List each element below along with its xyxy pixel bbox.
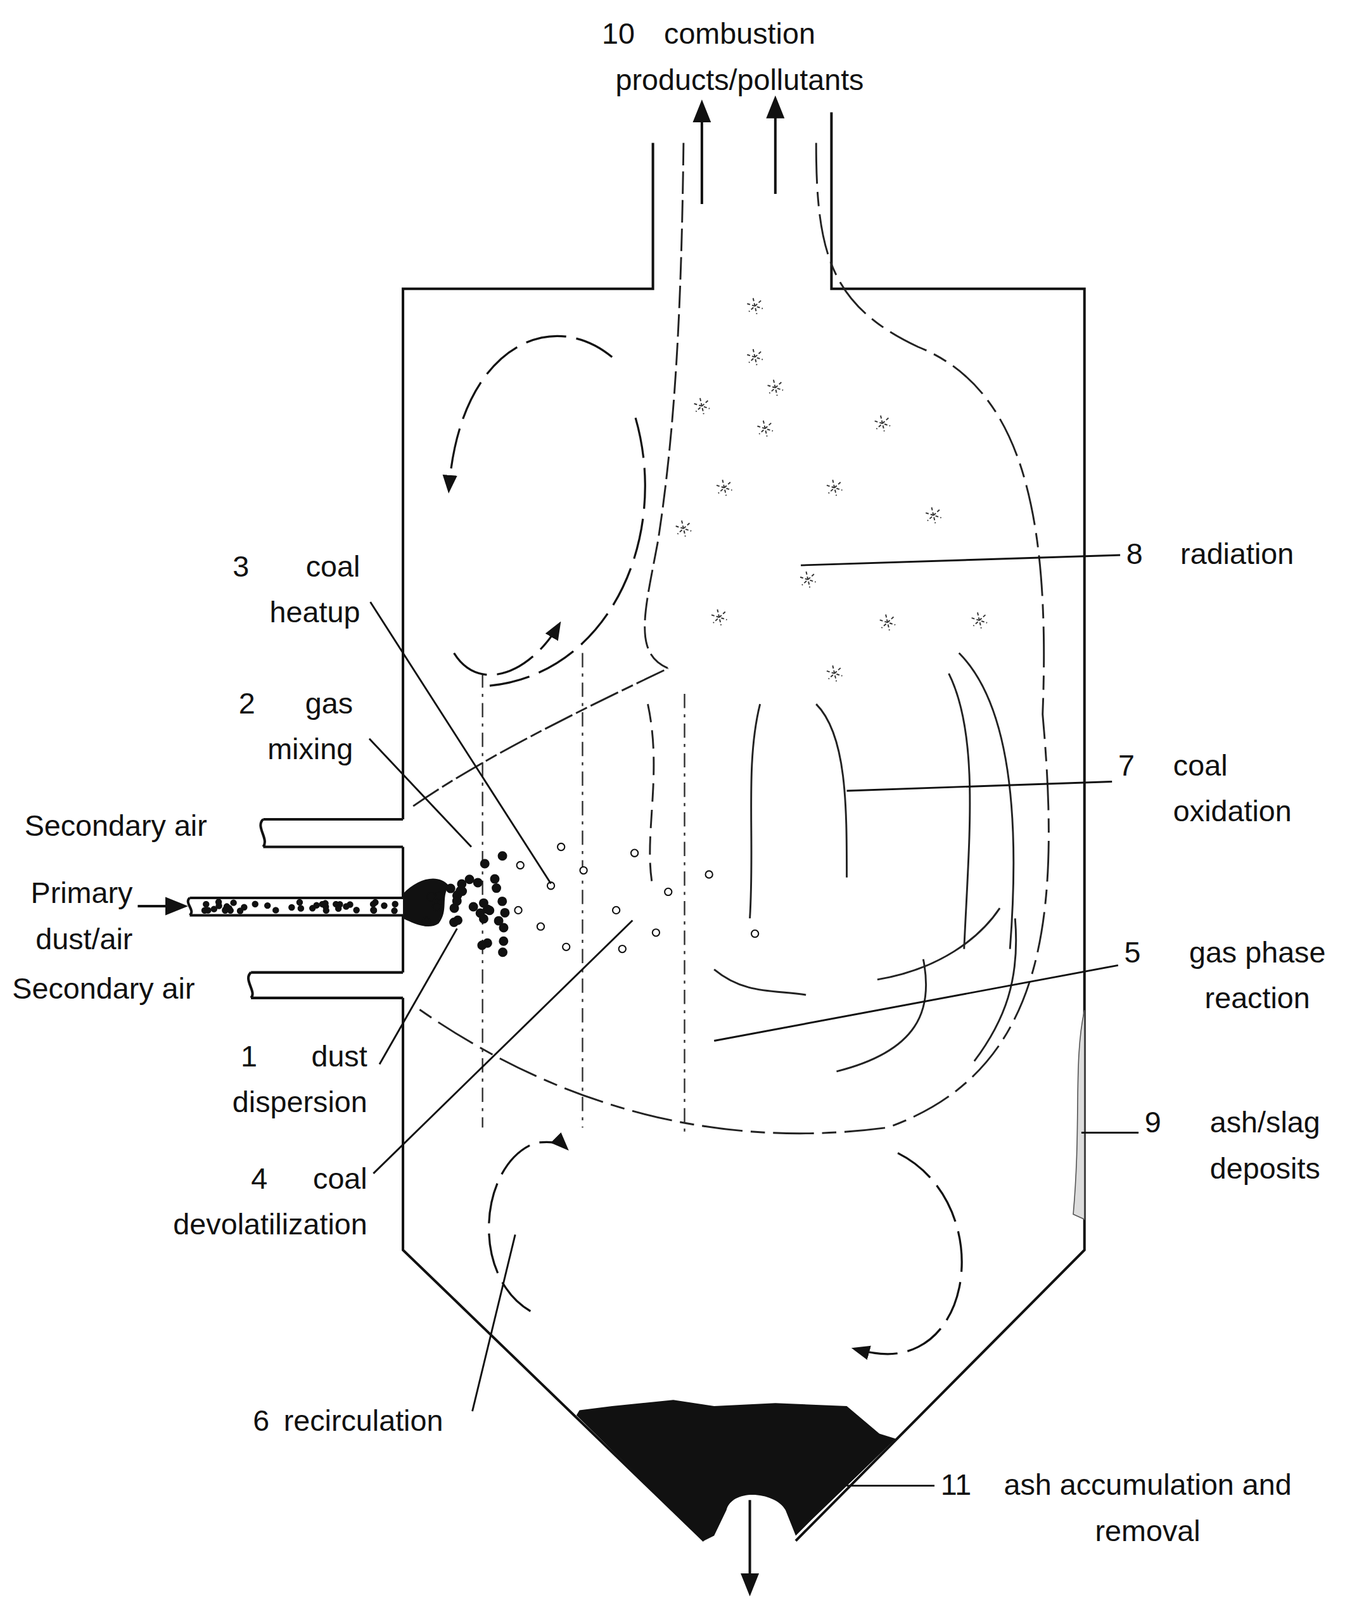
callout-label: Primary dust/air bbox=[8, 870, 133, 963]
secondary-air-pipe bbox=[248, 972, 403, 998]
dashed-guide bbox=[482, 653, 685, 1133]
primary-pipe bbox=[188, 897, 403, 915]
callout-number: 3 bbox=[232, 543, 263, 590]
callout-number: 8 bbox=[1126, 531, 1167, 578]
ash-pile bbox=[576, 1399, 896, 1541]
callout-number: 11 bbox=[940, 1462, 998, 1508]
callout-label: coal devolatilization bbox=[112, 1155, 368, 1248]
callout-number: 6 bbox=[252, 1397, 284, 1444]
furnace-wall bbox=[795, 112, 1085, 1541]
callout-label: ash/slag deposits bbox=[1193, 1099, 1337, 1192]
callout-number: 5 bbox=[1124, 929, 1166, 976]
callout-number: 10 bbox=[601, 11, 648, 58]
secondary-air-pipe bbox=[260, 819, 403, 847]
furnace-wall bbox=[402, 142, 654, 820]
callout-number: 2 bbox=[238, 680, 270, 727]
callout-label: ash accumulation and removal bbox=[999, 1462, 1296, 1555]
callout-number: 7 bbox=[1118, 742, 1159, 789]
exhaust-arrow bbox=[774, 100, 777, 194]
flame-envelope bbox=[413, 142, 1049, 1133]
nozzle-flame bbox=[402, 878, 449, 927]
exhaust-arrow bbox=[700, 103, 704, 204]
inlet-arrow bbox=[137, 904, 184, 908]
slag-deposit bbox=[1073, 1009, 1085, 1219]
callout-label: radiation bbox=[1180, 531, 1334, 578]
leader-line bbox=[369, 554, 1139, 1486]
callout-label: combustion products/pollutants bbox=[586, 11, 893, 104]
callout-label: dust dispersion bbox=[203, 1033, 368, 1126]
callout-number: 1 bbox=[240, 1033, 272, 1079]
callout-label: coal heatup bbox=[250, 543, 361, 636]
callout-number: 4 bbox=[250, 1155, 282, 1202]
ash-out-arrow bbox=[748, 1499, 752, 1592]
coal-particles bbox=[202, 298, 988, 957]
callout-label: gas mixing bbox=[242, 680, 353, 773]
callout-label: coal oxidation bbox=[1173, 742, 1337, 835]
callout-label: Secondary air bbox=[24, 802, 260, 849]
callout-label: Secondary air bbox=[12, 966, 247, 1012]
callout-number: 9 bbox=[1144, 1099, 1186, 1146]
callout-label: gas phase reaction bbox=[1173, 929, 1342, 1022]
callout-label: recirculation bbox=[283, 1397, 529, 1444]
